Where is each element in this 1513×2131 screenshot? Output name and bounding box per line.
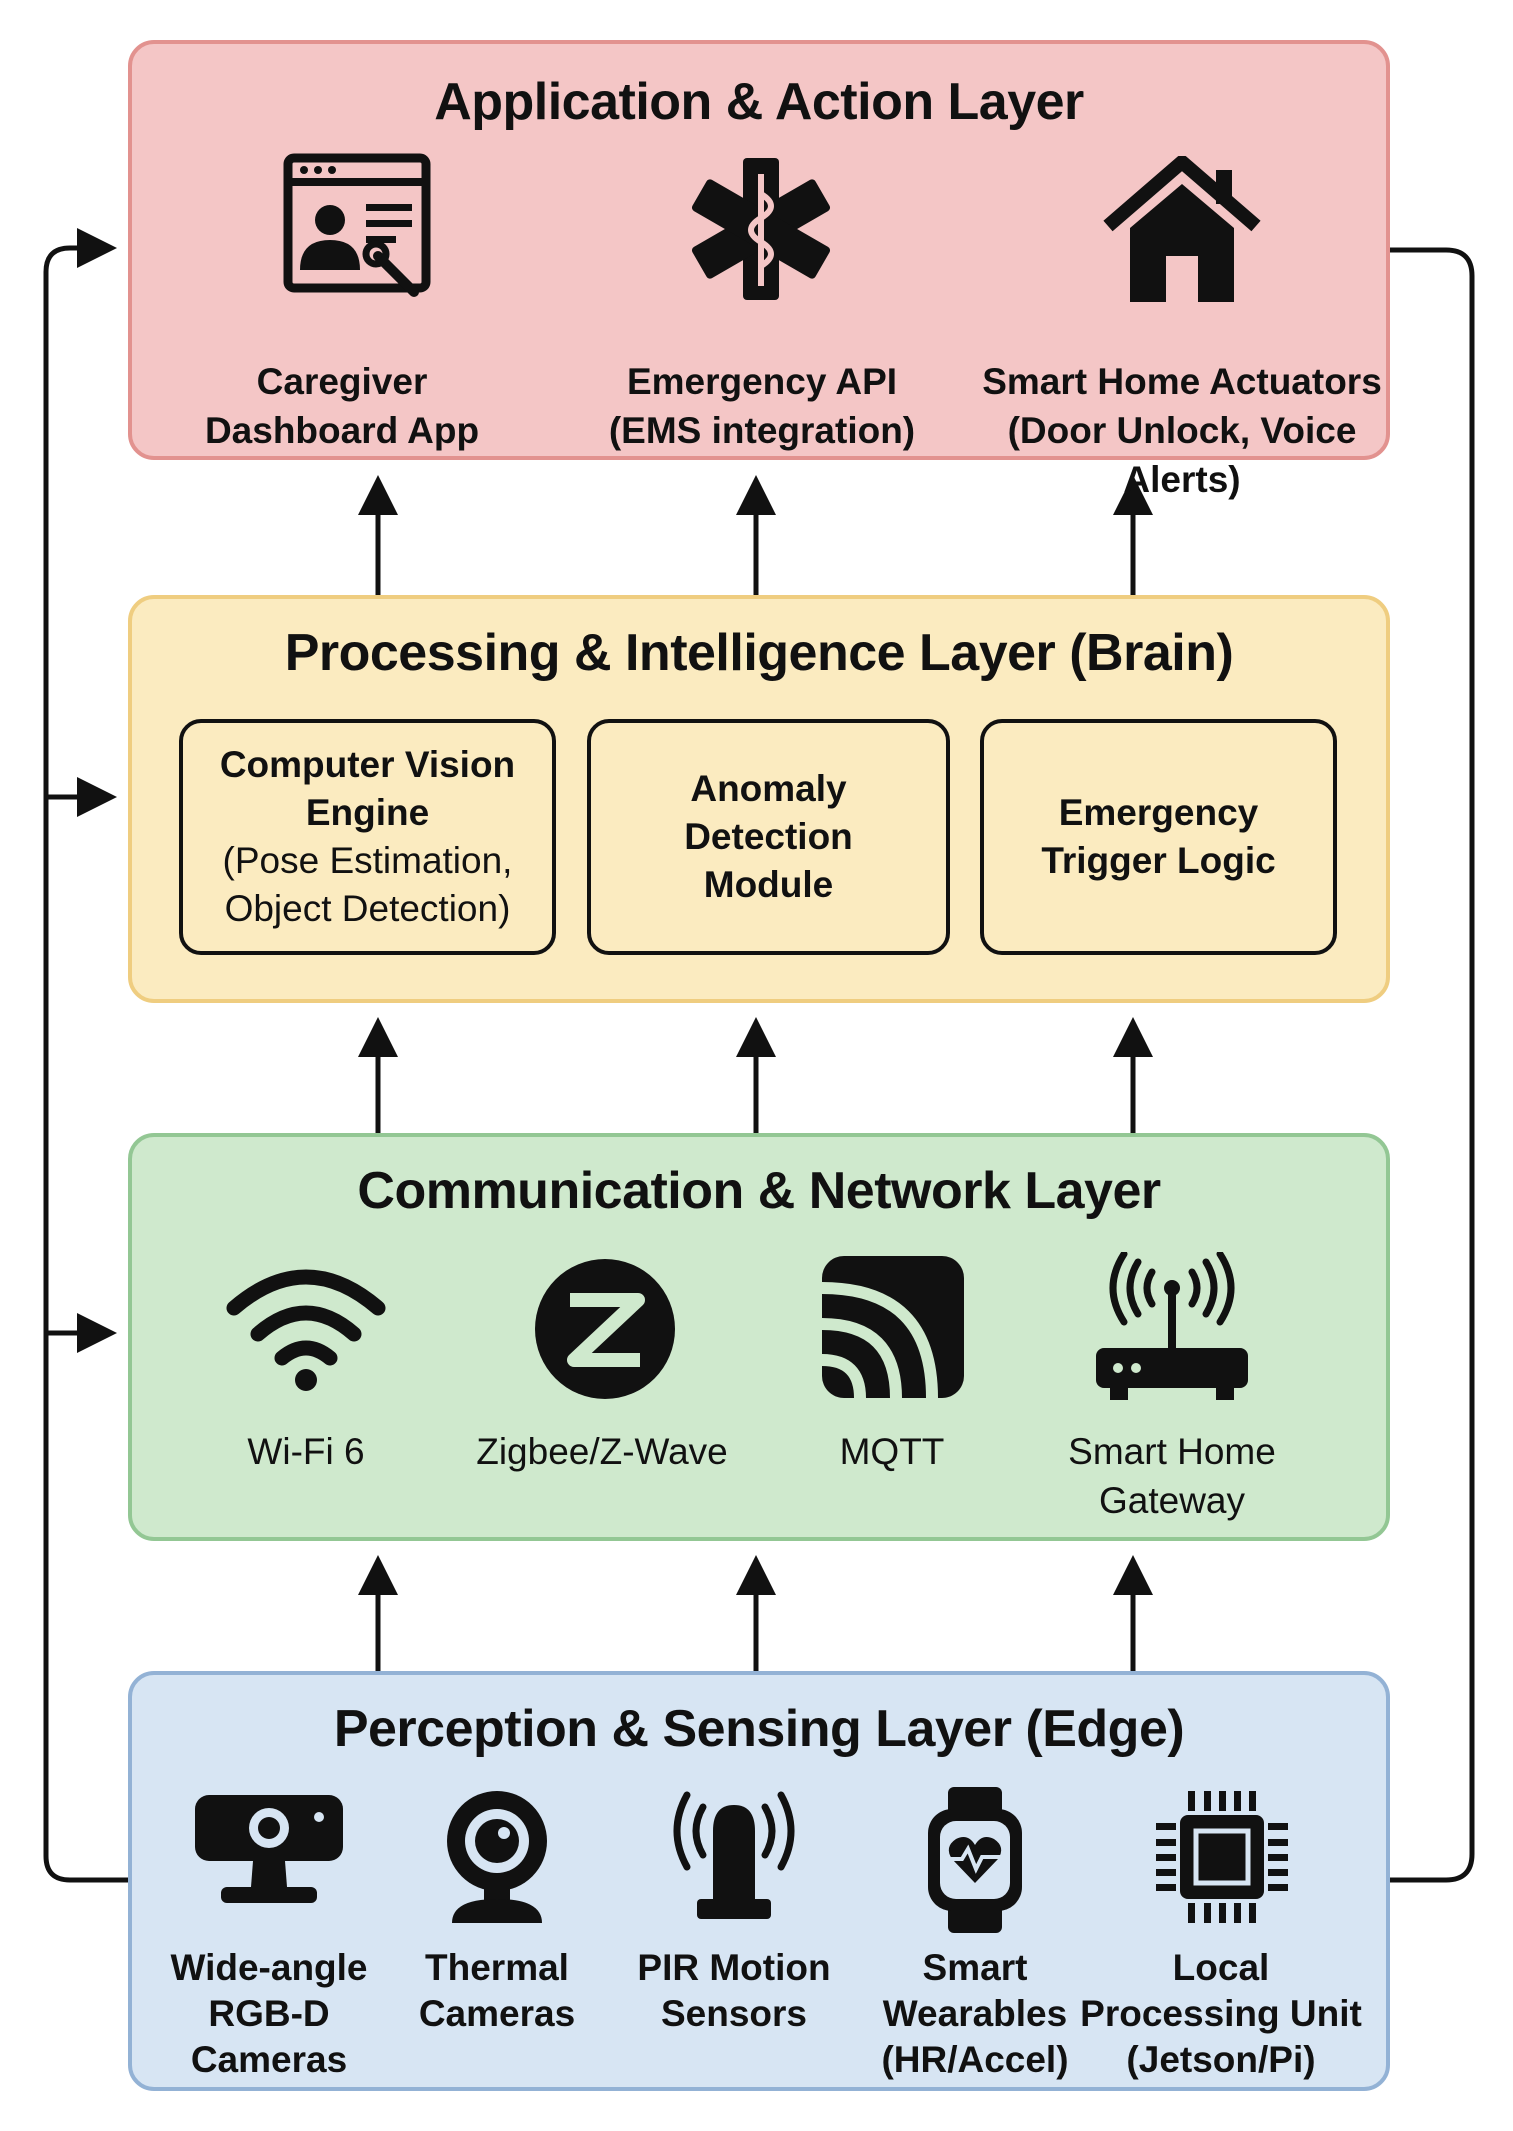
webcam-icon: [195, 1795, 343, 1903]
rgbd-cameras-item: Wide-angle RGB-D Cameras: [154, 1787, 384, 2087]
smart-wearables-label: Smart Wearables (HR/Accel): [881, 1947, 1069, 2080]
mqtt-icon: [821, 1256, 964, 1399]
rgbd-cameras-label: Wide-angle RGB-D Cameras: [170, 1947, 368, 2080]
caregiver-dashboard-label: Caregiver Dashboard App: [204, 361, 480, 451]
computer-vision-engine-module: Computer Vision Engine (Pose Estimation,…: [179, 719, 556, 955]
star-of-life-icon: [691, 158, 831, 300]
communication-layer-title: Communication & Network Layer: [357, 1162, 1161, 1220]
zigbee-zwave-label: Zigbee/Z-Wave: [476, 1431, 728, 1472]
local-processing-unit-item: Local Processing Unit (Jetson/Pi): [1080, 1787, 1362, 2087]
perception-layer-title: Perception & Sensing Layer (Edge): [333, 1700, 1185, 1758]
wifi-label: Wi-Fi 6: [247, 1431, 365, 1472]
communication-network-layer: Communication & Network Layer Wi-Fi 6 Zi…: [128, 1133, 1390, 1541]
smart-home-actuators-label: Smart Home Actuators (Door Unlock, Voice…: [982, 361, 1382, 500]
z-wave-icon: [535, 1259, 675, 1399]
smart-wearables-item: Smart Wearables (HR/Accel): [860, 1787, 1090, 2087]
emergency-trigger-logic-name: Emergency Trigger Logic: [1041, 792, 1276, 881]
thermal-cameras-label: Thermal Cameras: [418, 1947, 576, 2034]
application-layer-title: Application & Action Layer: [434, 73, 1084, 131]
application-action-layer: Application & Action Layer Caregiver Das…: [128, 40, 1390, 500]
computer-vision-engine-name: Computer Vision Engine: [219, 744, 516, 833]
thermal-cameras-item: Thermal Cameras: [382, 1787, 612, 2087]
wifi-item: Wi-Fi 6: [176, 1252, 436, 1512]
smart-home-gateway-item: Smart Home Gateway: [1042, 1252, 1302, 1521]
smart-home-actuators-item: Smart Home Actuators (Door Unlock, Voice…: [982, 152, 1382, 500]
anomaly-detection-module: Anomaly Detection Module: [587, 719, 950, 955]
dashboard-app-icon: [283, 153, 431, 297]
motion-sensor-icon: [673, 1791, 795, 1919]
processing-layer-title: Processing & Intelligence Layer (Brain): [284, 624, 1234, 682]
mqtt-label: MQTT: [839, 1431, 945, 1472]
emergency-api-item: Emergency API (EMS integration): [567, 152, 957, 451]
anomaly-detection-name: Anomaly Detection Module: [684, 768, 853, 905]
chip-icon: [1156, 1791, 1288, 1923]
mqtt-item: MQTT: [762, 1252, 1022, 1512]
perception-sensing-layer: Perception & Sensing Layer (Edge) Wide-a…: [128, 1671, 1390, 2091]
house-icon: [1103, 156, 1261, 302]
zigbee-zwave-item: Zigbee/Z-Wave: [472, 1252, 732, 1512]
thermal-camera-icon: [447, 1791, 547, 1923]
emergency-trigger-logic-module: Emergency Trigger Logic: [980, 719, 1337, 955]
smartwatch-icon: [928, 1787, 1022, 1933]
router-icon: [1096, 1252, 1248, 1400]
pir-motion-sensors-item: PIR Motion Sensors: [619, 1787, 849, 2087]
pir-motion-sensors-label: PIR Motion Sensors: [637, 1947, 831, 2034]
processing-intelligence-layer: Processing & Intelligence Layer (Brain) …: [128, 595, 1390, 1003]
computer-vision-engine-description: (Pose Estimation, Object Detection): [222, 840, 513, 929]
smart-home-gateway-label: Smart Home Gateway: [1068, 1431, 1276, 1521]
right-feedback-line: [1390, 247, 1475, 1883]
caregiver-dashboard-item: Caregiver Dashboard App: [182, 152, 502, 451]
emergency-api-label: Emergency API (EMS integration): [608, 361, 916, 451]
left-feedback-line: [43, 228, 128, 1883]
local-processing-unit-label: Local Processing Unit (Jetson/Pi): [1080, 1947, 1362, 2080]
wifi-icon: [226, 1269, 386, 1391]
